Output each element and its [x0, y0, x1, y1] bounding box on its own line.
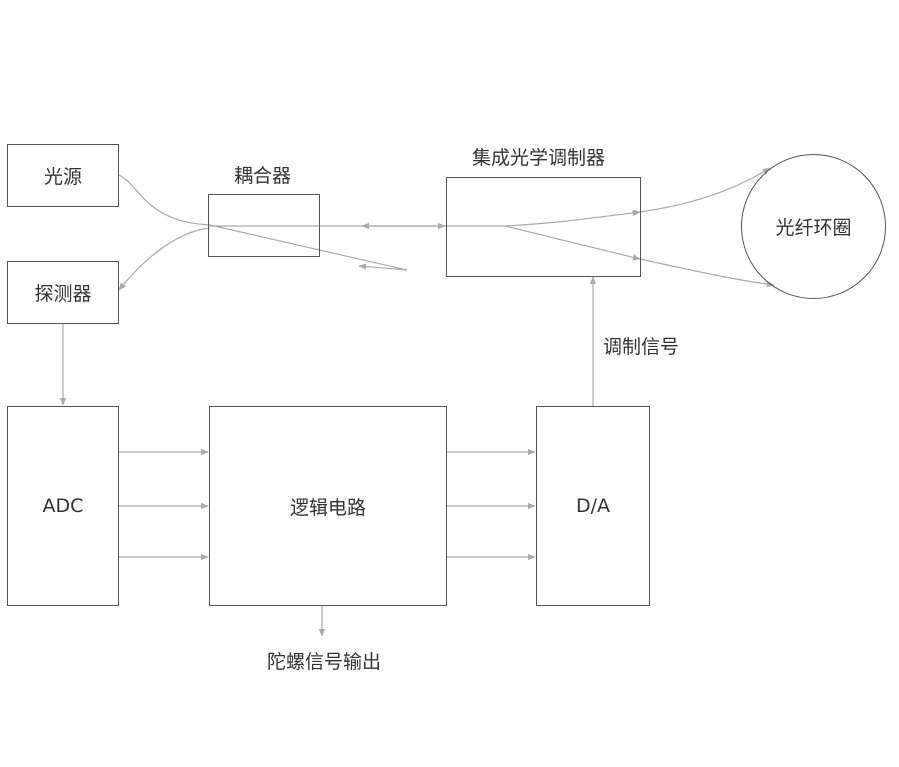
ioc-label: 集成光学调制器: [472, 147, 606, 169]
modulation-signal-label: 调制信号: [603, 336, 680, 358]
ioc-upper-branch: [446, 209, 641, 227]
return-arrow: [358, 263, 408, 271]
ioc-block: [446, 177, 641, 277]
ioc-to-coil-lower: [639, 258, 775, 288]
fiber-coil-block: 光纤环圈: [741, 154, 886, 299]
ioc-lower-branch: [504, 225, 641, 261]
gyro-output-label: 陀螺信号输出: [267, 651, 382, 673]
adc-block: ADC: [7, 406, 119, 606]
light-source-block: 光源: [7, 144, 119, 207]
coupler-cross-line: [209, 224, 408, 271]
coupler-block: [208, 194, 320, 257]
fiber-source-to-coupler: [118, 174, 211, 226]
detector-block: 探测器: [7, 261, 119, 324]
coupler-label: 耦合器: [234, 165, 292, 187]
fiber-coupler-to-detector: [118, 227, 211, 291]
ioc-to-coil-upper: [639, 167, 771, 213]
logic-circuit-block: 逻辑电路: [209, 406, 447, 606]
da-block: D/A: [536, 406, 650, 606]
